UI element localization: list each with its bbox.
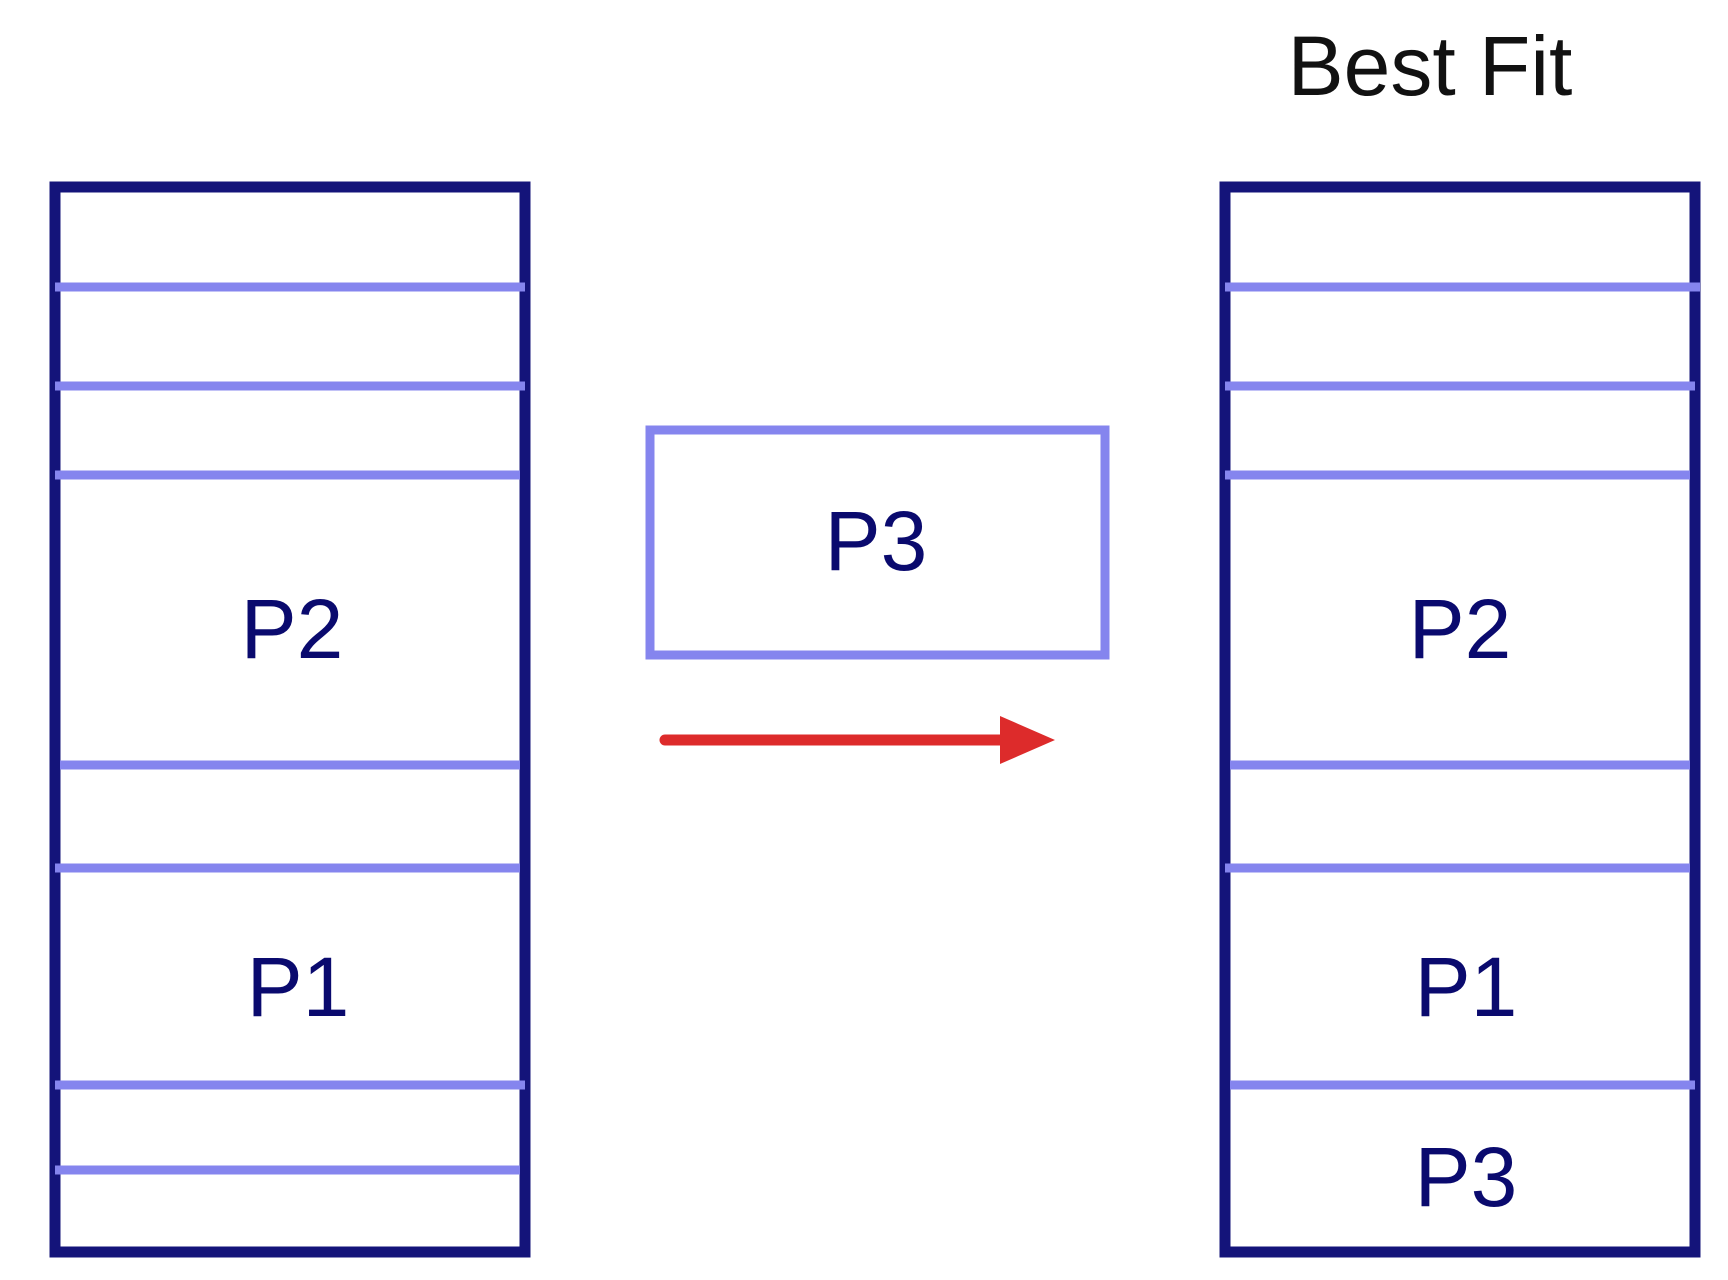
right-label-p3: P3 [1415,1130,1518,1224]
diagram-title: Best Fit [1288,19,1573,113]
left-memory-outline [49,181,531,1258]
left-partition-lines [55,282,525,1175]
right-label-p2: P2 [1409,582,1512,676]
left-label-p1: P1 [247,940,350,1034]
incoming-process-box [645,425,1110,660]
incoming-process: P3 [645,425,1110,660]
incoming-process-label: P3 [825,494,928,588]
allocation-arrow [659,716,1055,764]
left-memory-block: P2 P1 [49,181,531,1258]
left-label-p2: P2 [241,582,344,676]
right-memory-outline [1219,181,1701,1258]
right-partition-lines [1225,282,1700,1090]
arrow-head-icon [1000,716,1055,764]
right-memory-block: P2 P1 P3 [1219,181,1701,1258]
right-label-p1: P1 [1415,940,1518,1034]
